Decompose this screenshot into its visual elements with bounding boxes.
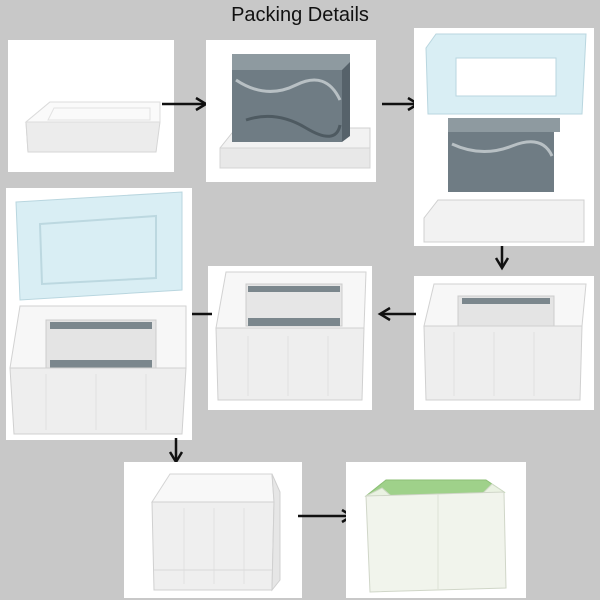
marble-box-on-base-illustration bbox=[219, 54, 371, 169]
step-3-foam-frame-panel bbox=[414, 28, 594, 246]
arrow-right-icon bbox=[160, 96, 212, 112]
carton-box-illustration bbox=[364, 479, 507, 593]
step-5-box-in-foam-panel bbox=[208, 266, 372, 410]
step-1-foam-base-panel bbox=[8, 40, 174, 172]
step-4-foam-block-panel bbox=[414, 276, 594, 410]
step-8-carton-box-panel bbox=[346, 462, 526, 598]
page-title: Packing Details bbox=[231, 4, 369, 26]
arrow-down-icon bbox=[494, 244, 510, 272]
step-2-marble-box-panel bbox=[206, 40, 376, 182]
foam-with-lid-illustration bbox=[9, 191, 187, 435]
foam-block-around-box-illustration bbox=[423, 283, 587, 401]
foam-frame-over-box-illustration bbox=[423, 33, 587, 243]
box-inside-foam-illustration bbox=[215, 271, 367, 401]
arrow-left-icon bbox=[374, 306, 418, 322]
step-7-wrapped-package-panel bbox=[124, 462, 302, 598]
wrapped-package-illustration bbox=[151, 473, 281, 592]
foam-base-illustration bbox=[24, 101, 161, 153]
step-6-foam-with-lid-panel bbox=[6, 188, 192, 440]
